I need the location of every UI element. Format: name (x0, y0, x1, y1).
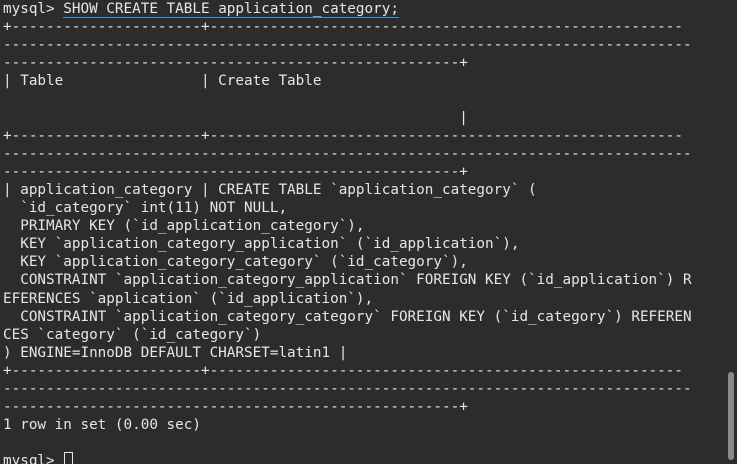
output-line: PRIMARY KEY (`id_application_category`), (3, 218, 365, 235)
output-line: | Table | Create Table (3, 73, 322, 90)
output-line: ----------------------------------------… (3, 399, 468, 416)
output-line: | application_category | CREATE TABLE `a… (3, 181, 537, 198)
prompt-label: mysql> (3, 1, 64, 17)
output-line (3, 90, 725, 108)
scrollbar[interactable] (725, 0, 737, 464)
scrollbar-thumb[interactable] (728, 372, 734, 460)
output-line: ----------------------------------------… (3, 145, 692, 162)
output-line: | (3, 109, 468, 126)
output-line: KEY `application_category_application` (… (3, 236, 520, 253)
output-line: CONSTRAINT `application_category_categor… (3, 308, 692, 325)
output-line (3, 434, 725, 452)
output-line: +----------------------+----------------… (3, 127, 683, 144)
final-prompt-label: mysql> (3, 453, 64, 464)
output-line: ----------------------------------------… (3, 380, 692, 397)
text-cursor (64, 452, 74, 464)
output-line: ----------------------------------------… (3, 163, 468, 180)
output-line: `id_category` int(11) NOT NULL, (3, 200, 288, 217)
output-line: CONSTRAINT `application_category_applica… (3, 272, 692, 289)
output-line: +----------------------+----------------… (3, 19, 683, 36)
output-line: CES `category` (`id_category`) (3, 326, 262, 343)
terminal-screen[interactable]: mysql> SHOW CREATE TABLE application_cat… (3, 0, 725, 464)
output-line: ----------------------------------------… (3, 37, 692, 54)
output-line: ) ENGINE=InnoDB DEFAULT CHARSET=latin1 | (3, 344, 348, 361)
output-line: ----------------------------------------… (3, 55, 468, 72)
output-line: KEY `application_category_category` (`id… (3, 254, 468, 271)
output-line: +----------------------+----------------… (3, 362, 683, 379)
command-line: mysql> SHOW CREATE TABLE application_cat… (3, 0, 725, 19)
final-prompt-line[interactable]: mysql> (3, 452, 725, 464)
query-output: +----------------------+----------------… (3, 18, 725, 452)
output-line: 1 row in set (0.00 sec) (3, 417, 201, 434)
output-line: EFERENCES `application` (`id_application… (3, 290, 374, 307)
command-text: SHOW CREATE TABLE application_category; (63, 1, 399, 19)
